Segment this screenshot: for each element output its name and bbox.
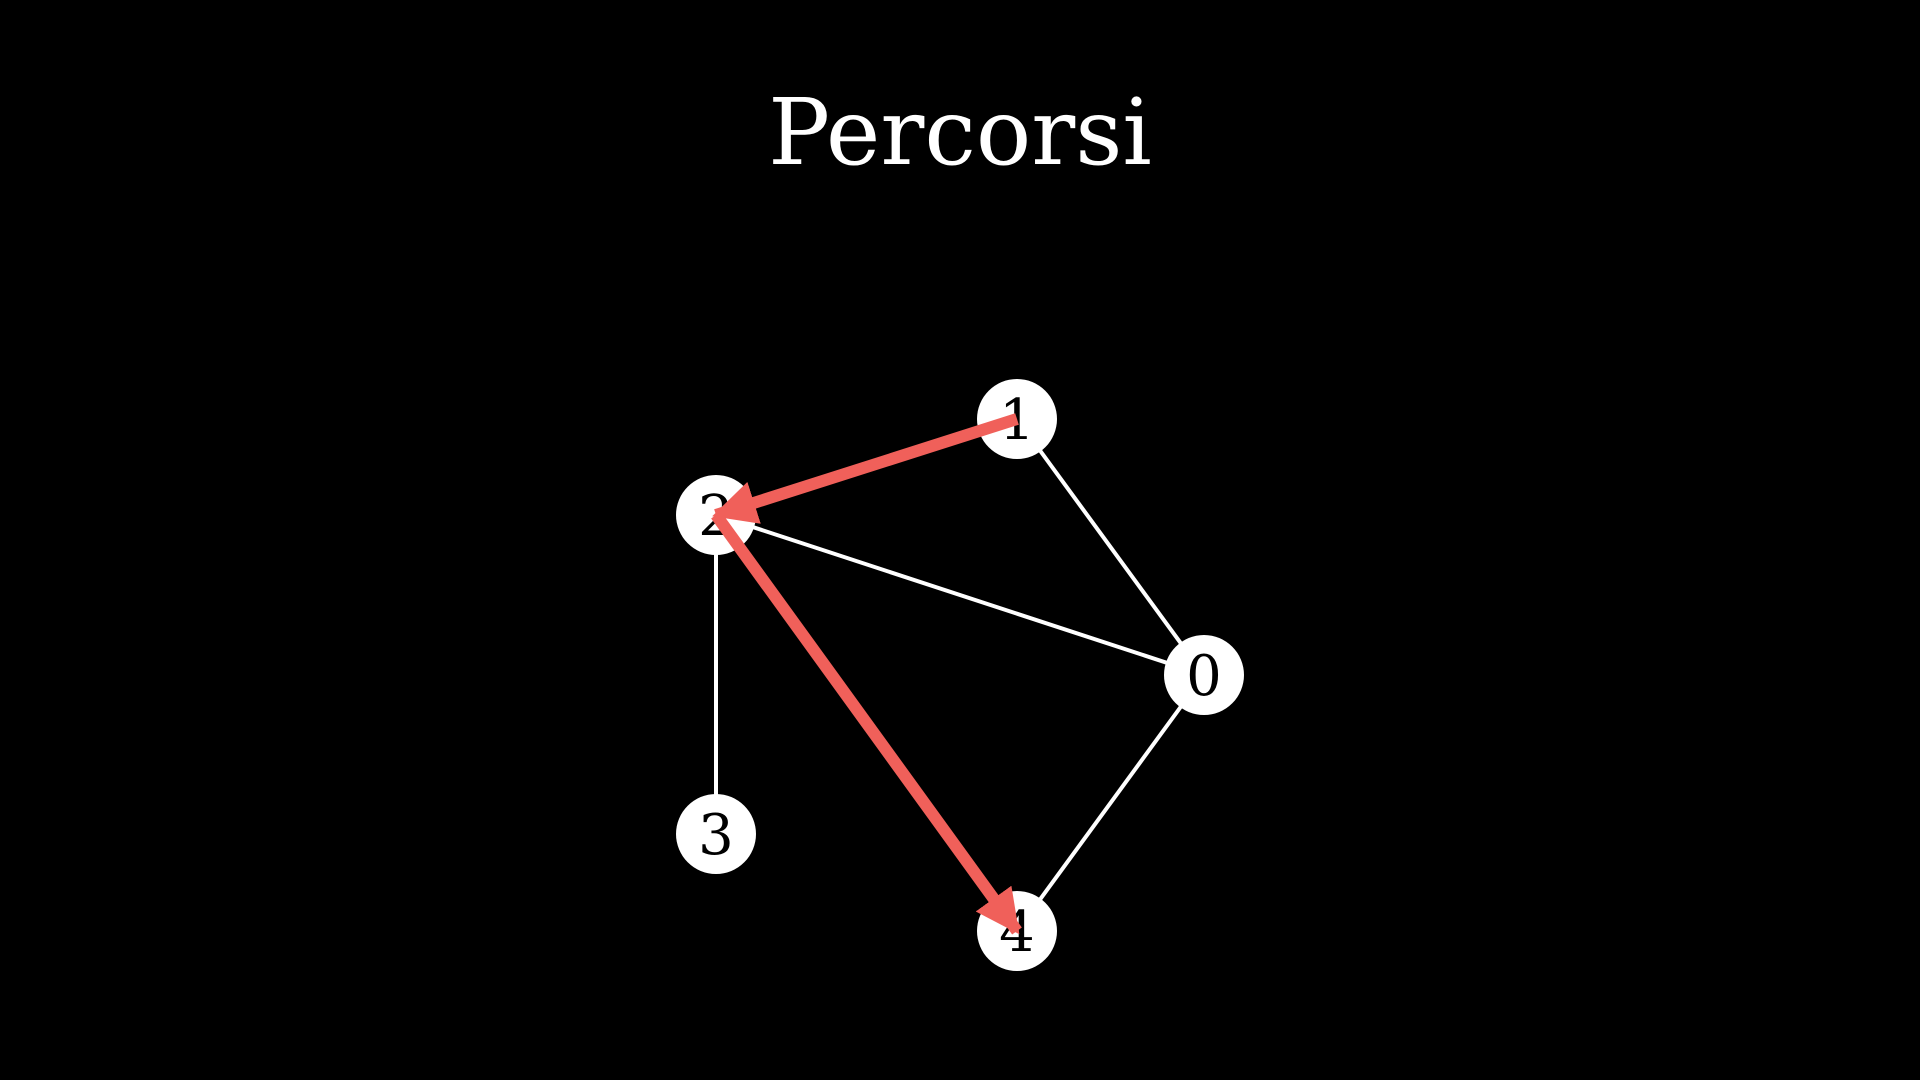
edge-0-2 <box>715 513 1205 677</box>
node-circle <box>1164 635 1244 715</box>
node-3: 3 <box>676 794 756 874</box>
edge-0-4 <box>1015 673 1206 933</box>
nodes: 01234 <box>676 379 1244 971</box>
node-label: 3 <box>698 803 734 868</box>
node-label: 0 <box>1186 644 1222 709</box>
slide-title: Percorsi <box>768 79 1152 186</box>
node-circle <box>676 794 756 874</box>
node-0: 0 <box>1164 635 1244 715</box>
path-arrow-2-4 <box>711 511 1022 935</box>
edge-0-1 <box>1015 417 1206 677</box>
path-arrow-1-2 <box>712 413 1019 524</box>
highlighted-path <box>711 413 1022 935</box>
